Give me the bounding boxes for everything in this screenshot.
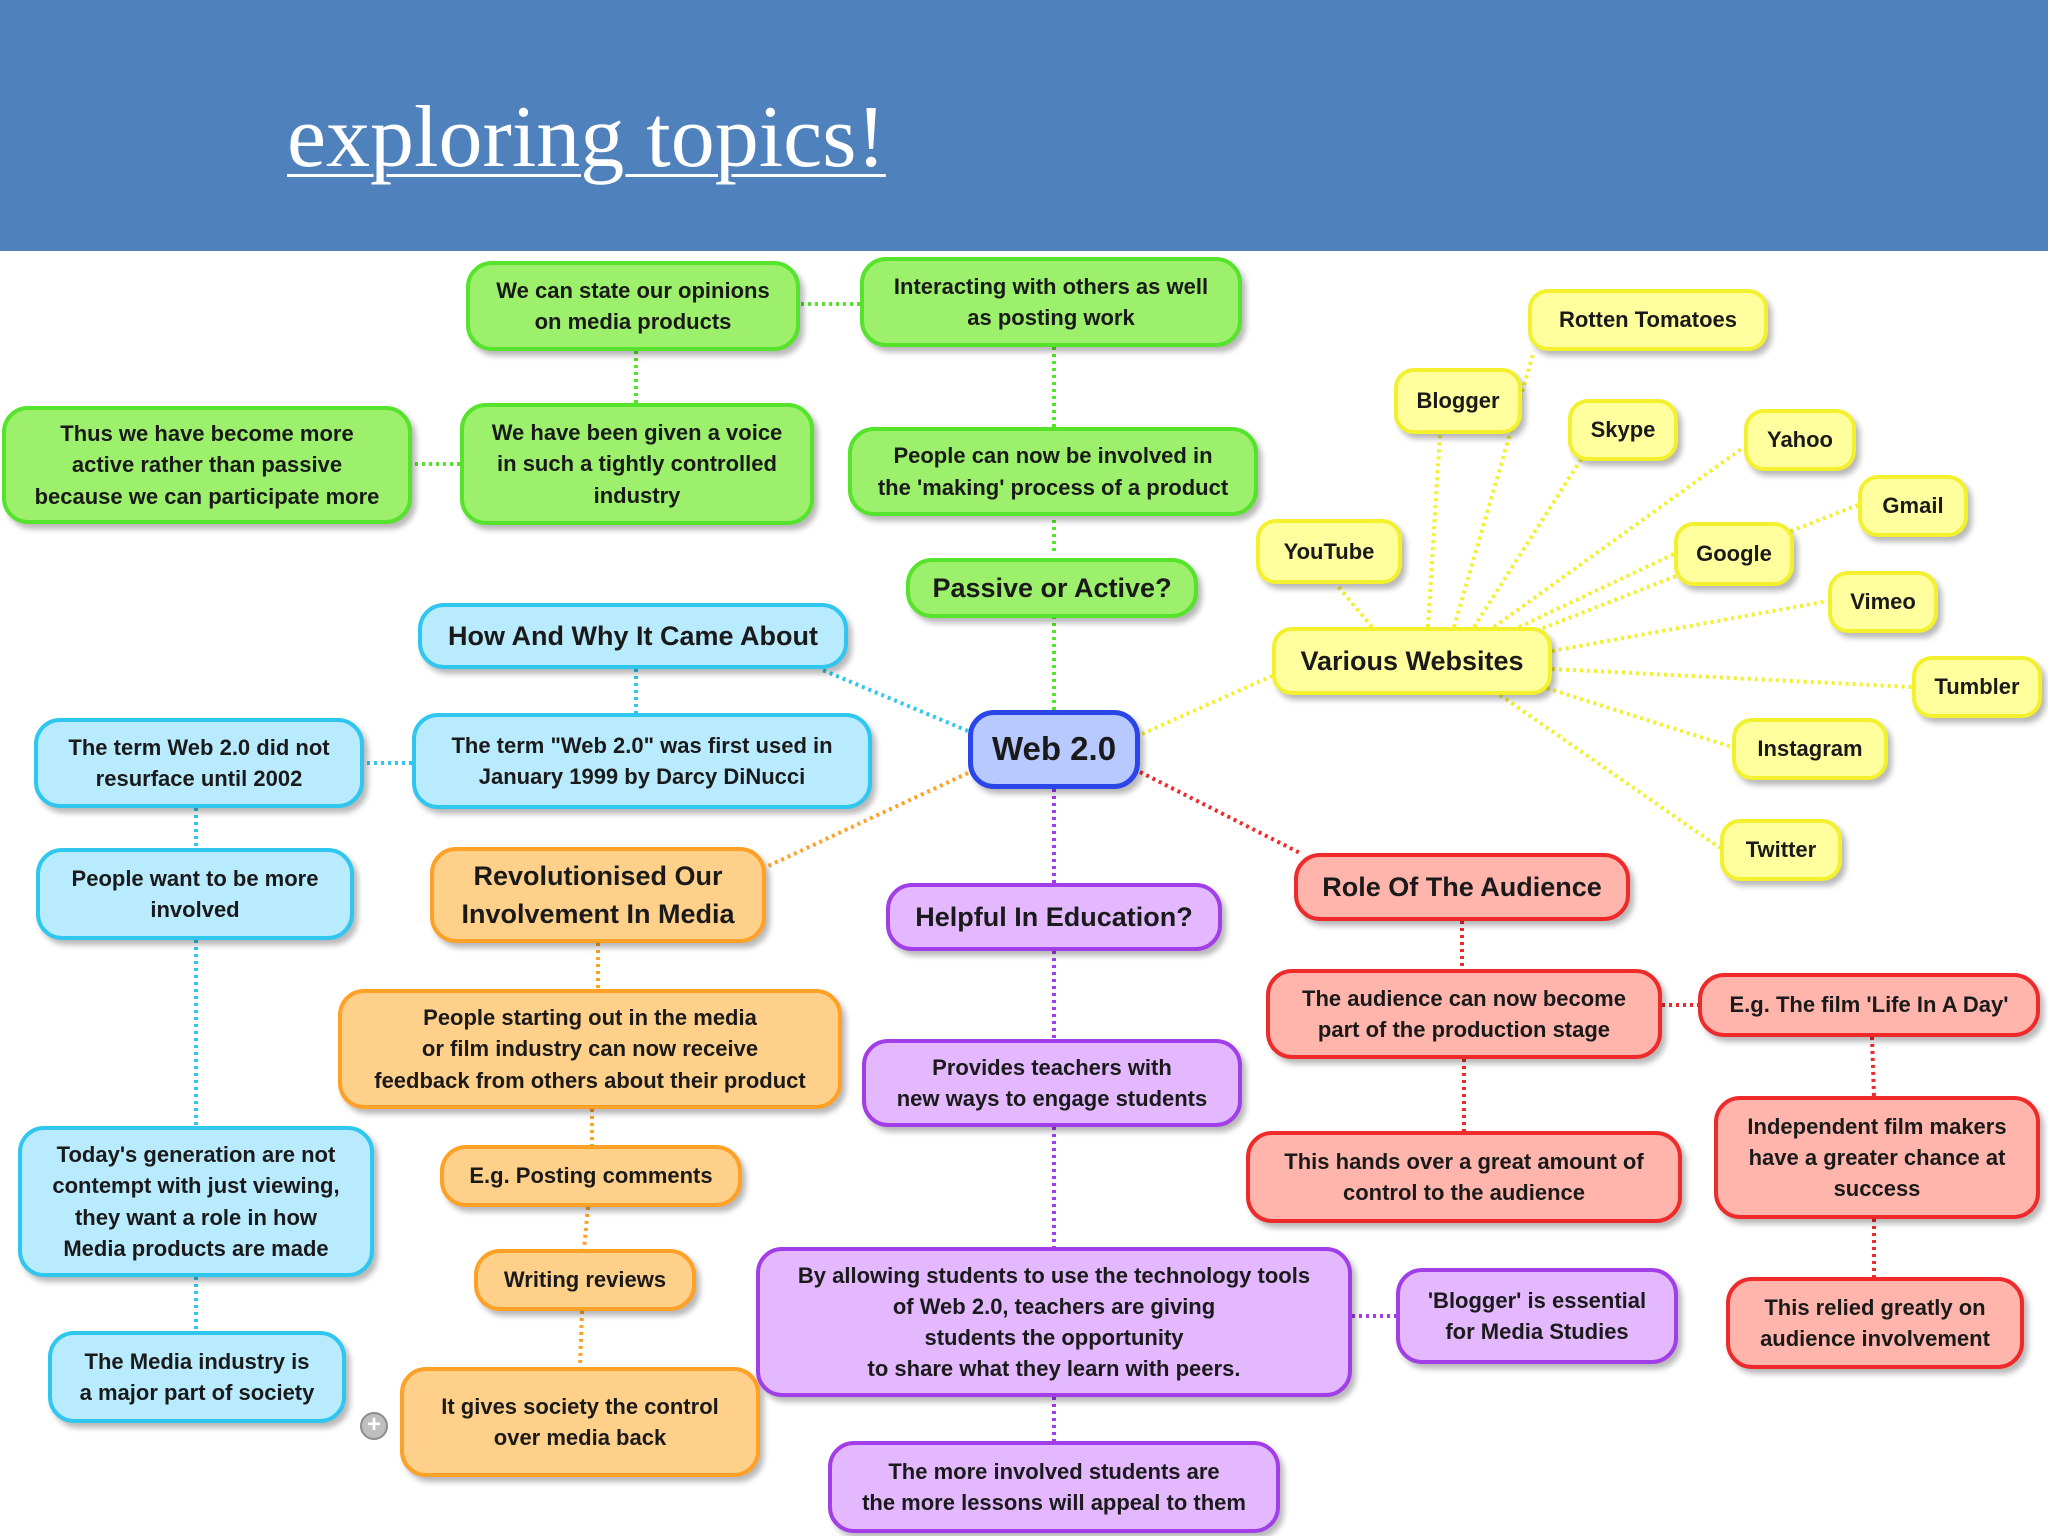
node-given-voice[interactable]: We have been given a voice in such a tig… bbox=[460, 403, 814, 525]
link-websites-vimeo bbox=[1551, 599, 1829, 653]
node-receive-feedback[interactable]: People starting out in the media or film… bbox=[338, 989, 842, 1109]
link-lifeinaday-independent bbox=[1870, 1036, 1876, 1097]
slide-header: exploring topics! bbox=[0, 0, 2048, 251]
node-media-industry[interactable]: The Media industry is a major part of so… bbox=[48, 1331, 346, 1423]
link-reviews-control bbox=[578, 1310, 584, 1368]
link-websites-blogger bbox=[1426, 433, 1442, 628]
site-yahoo[interactable]: Yahoo bbox=[1744, 409, 1856, 471]
node-life-in-a-day[interactable]: E.g. The film 'Life In A Day' bbox=[1698, 973, 2040, 1037]
node-independent-makers[interactable]: Independent film makers have a greater c… bbox=[1714, 1096, 2040, 1219]
node-society-control[interactable]: It gives society the control over media … bbox=[400, 1367, 760, 1477]
branch-education[interactable]: Helpful In Education? bbox=[886, 883, 1222, 951]
mind-map: Web 2.0 Passive or Active? People can no… bbox=[0, 251, 2048, 1536]
connector-layer bbox=[194, 302, 1913, 1441]
node-todays-generation[interactable]: Today's generation are not contempt with… bbox=[18, 1126, 374, 1277]
node-making-process[interactable]: People can now be involved in the 'makin… bbox=[848, 427, 1258, 516]
branch-how-why[interactable]: How And Why It Came About bbox=[418, 603, 848, 669]
node-want-involved[interactable]: People want to be more involved bbox=[36, 848, 354, 940]
site-gmail[interactable]: Gmail bbox=[1858, 475, 1968, 537]
node-relied-audience[interactable]: This relied greatly on audience involvem… bbox=[1726, 1277, 2024, 1369]
node-posting-comments[interactable]: E.g. Posting comments bbox=[440, 1145, 742, 1207]
site-twitter[interactable]: Twitter bbox=[1720, 819, 1842, 881]
link-center-how bbox=[819, 667, 969, 733]
site-skype[interactable]: Skype bbox=[1568, 399, 1678, 461]
slide-title: exploring topics! bbox=[287, 89, 886, 186]
link-websites-google bbox=[1499, 552, 1675, 638]
site-instagram[interactable]: Instagram bbox=[1732, 718, 1888, 780]
node-teachers-ways[interactable]: Provides teachers with new ways to engag… bbox=[862, 1039, 1242, 1127]
link-websites-youtube bbox=[1334, 582, 1374, 629]
link-center-audience bbox=[1139, 770, 1301, 855]
node-state-opinions[interactable]: We can state our opinions on media produ… bbox=[466, 261, 800, 351]
node-term-resurface[interactable]: The term Web 2.0 did not resurface until… bbox=[34, 718, 364, 808]
node-control-audience[interactable]: This hands over a great amount of contro… bbox=[1246, 1131, 1682, 1223]
link-comments-reviews bbox=[582, 1206, 590, 1250]
site-rotten-tomatoes[interactable]: Rotten Tomatoes bbox=[1528, 289, 1768, 351]
node-production-stage[interactable]: The audience can now become part of the … bbox=[1266, 969, 1662, 1059]
node-blogger-essential[interactable]: 'Blogger' is essential for Media Studies bbox=[1396, 1268, 1678, 1364]
central-node[interactable]: Web 2.0 bbox=[968, 710, 1140, 789]
site-blogger[interactable]: Blogger bbox=[1394, 368, 1522, 434]
link-websites-tumbler bbox=[1551, 667, 1913, 689]
node-become-active[interactable]: Thus we have become more active rather t… bbox=[2, 406, 412, 524]
branch-passive-active[interactable]: Passive or Active? bbox=[906, 558, 1198, 618]
link-websites-yahoo bbox=[1492, 445, 1746, 629]
branch-audience[interactable]: Role Of The Audience bbox=[1294, 853, 1630, 921]
link-websites-instagram bbox=[1539, 684, 1733, 749]
node-allowing-students[interactable]: By allowing students to use the technolo… bbox=[756, 1247, 1352, 1397]
link-center-revolutionised bbox=[765, 771, 969, 869]
link-center-websites bbox=[1141, 674, 1273, 736]
branch-revolutionised[interactable]: Revolutionised Our Involvement In Media bbox=[430, 847, 766, 943]
node-interacting[interactable]: Interacting with others as well as posti… bbox=[860, 257, 1242, 347]
link-websites-skype bbox=[1472, 437, 1596, 629]
site-vimeo[interactable]: Vimeo bbox=[1828, 571, 1938, 633]
node-writing-reviews[interactable]: Writing reviews bbox=[474, 1249, 696, 1311]
node-term-first-used[interactable]: The term "Web 2.0" was first used in Jan… bbox=[412, 713, 872, 809]
link-websites-twitter bbox=[1498, 693, 1722, 850]
node-more-involved[interactable]: The more involved students are the more … bbox=[828, 1441, 1280, 1533]
site-youtube[interactable]: YouTube bbox=[1256, 519, 1402, 584]
expand-plus-icon[interactable]: + bbox=[360, 1412, 388, 1440]
branch-websites[interactable]: Various Websites bbox=[1272, 627, 1552, 695]
site-tumbler[interactable]: Tumbler bbox=[1912, 656, 2042, 718]
site-google[interactable]: Google bbox=[1674, 522, 1794, 586]
